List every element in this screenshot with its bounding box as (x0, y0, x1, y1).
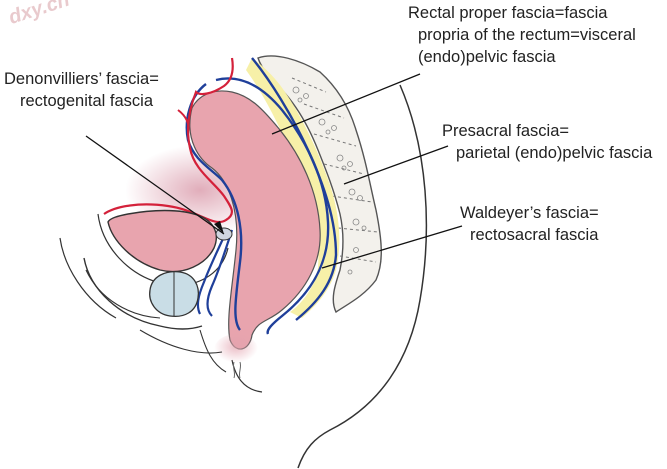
bladder (107, 209, 218, 273)
leader-denonvilliers-arrowhead (214, 221, 224, 234)
perineum-line (139, 329, 223, 354)
leader-rectal-proper (271, 73, 421, 135)
leader-denonvilliers (85, 135, 225, 235)
pubic-symphysis-inner (85, 269, 161, 319)
sacrum (257, 55, 382, 314)
sacral-segment-lines (291, 77, 379, 263)
leader-waldeyer (321, 225, 463, 269)
label-rectal-proper-line-2: propria of the rectum=visceral (418, 26, 636, 44)
pubic-bone-outer (59, 237, 117, 319)
label-presacral-fascia: Presacral fascia= parietal (endo)pelvic … (442, 120, 652, 164)
anal-folds (232, 361, 242, 379)
label-presacral-line-2: parietal (endo)pelvic fascia (456, 144, 653, 162)
label-rectal-proper-line-3: (endo)pelvic fascia (418, 48, 556, 66)
body-outline (297, 84, 428, 469)
peritoneum (103, 57, 234, 224)
denonvilliers-fascia-line (196, 229, 234, 317)
presacral-fascia-line (251, 57, 338, 321)
anal-haze (214, 334, 258, 366)
leader-presacral (343, 145, 449, 185)
label-waldeyer-fascia: Waldeyer’s fascia= rectosacral fascia (460, 202, 599, 246)
label-denonvilliers-line-1: Denonvilliers’ fascia= (4, 70, 159, 88)
peritoneum-upper-left (177, 109, 190, 133)
sacral-foramina (292, 86, 367, 275)
label-waldeyer-line-2: rectosacral fascia (470, 226, 599, 244)
label-waldeyer-line-1: Waldeyer’s fascia= (460, 204, 599, 222)
scrotum-line (199, 329, 227, 373)
label-rectal-proper-line-1: Rectal proper fascia=fascia (408, 4, 608, 22)
presacral-space (246, 58, 340, 318)
label-rectal-proper-fascia: Rectal proper fascia=fascia propria of t… (408, 2, 636, 68)
label-denonvilliers-line-2: rectogenital fascia (20, 92, 153, 110)
label-denonvilliers-fascia: Denonvilliers’ fascia= rectogenital fasc… (4, 68, 159, 112)
label-presacral-line-1: Presacral fascia= (442, 122, 570, 140)
